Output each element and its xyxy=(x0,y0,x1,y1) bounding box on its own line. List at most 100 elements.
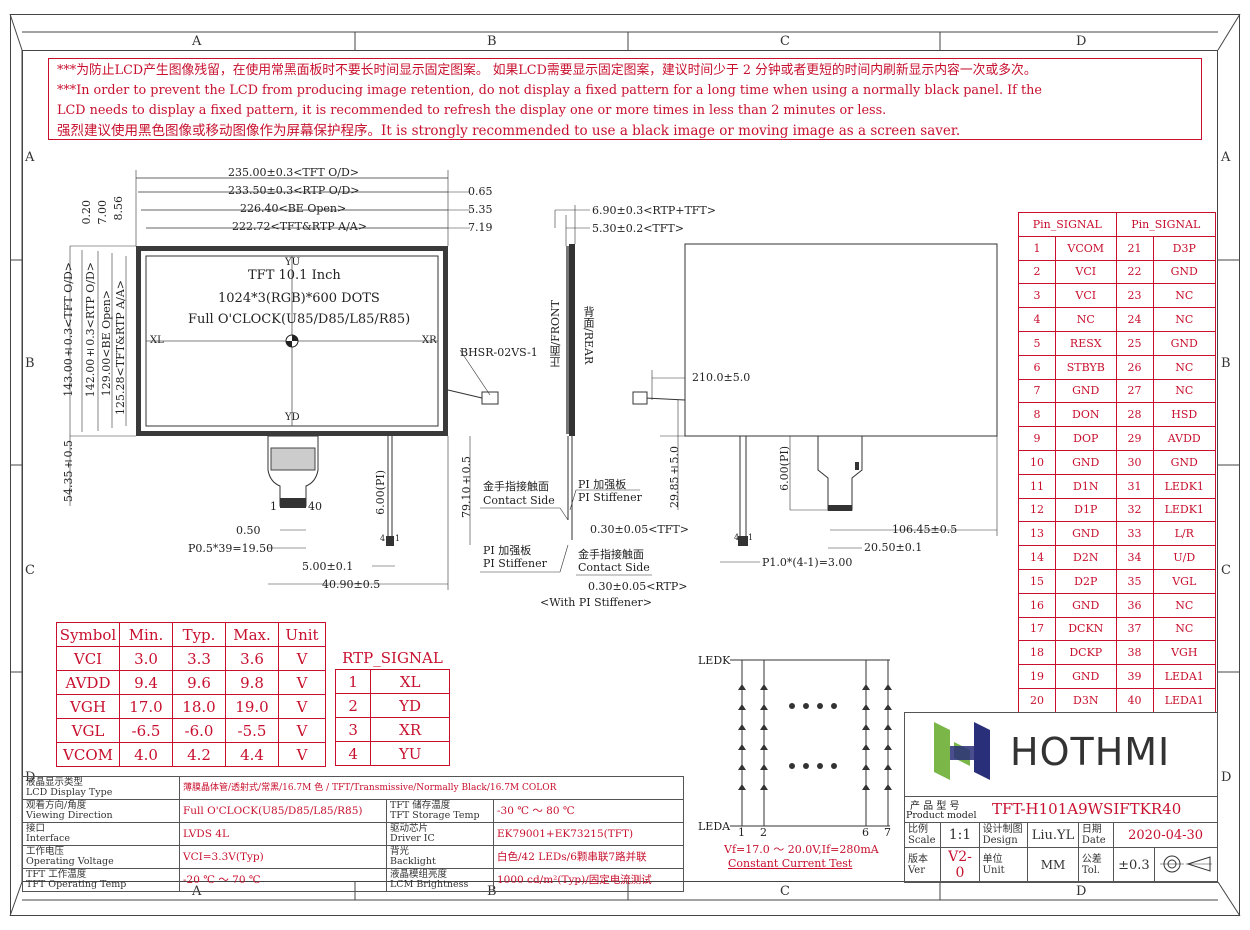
pin-signal: GND xyxy=(1152,259,1217,285)
warning-line-1: ***为防止LCD产生图像残留，在使用常黑面板时不要长时间显示固定图案。 如果L… xyxy=(57,63,1037,78)
label-pi-cn: PI 加强板 xyxy=(578,478,627,491)
pin-signal: U/D xyxy=(1152,545,1217,570)
pin-number: 39 xyxy=(1115,664,1154,689)
pin-number: 25 xyxy=(1115,330,1154,356)
led-num-1: 1 xyxy=(738,826,745,839)
pin-number: 19 xyxy=(1018,664,1056,689)
pin-signal: D3N xyxy=(1055,687,1117,713)
pin-signal: VGL xyxy=(1152,568,1217,594)
spec-cell: -6.0 xyxy=(172,718,226,743)
pin-number: 27 xyxy=(1115,378,1154,404)
rtp-cell: XR xyxy=(370,717,450,742)
pin-number: 37 xyxy=(1115,616,1154,642)
ver-value: V2-0 xyxy=(940,847,980,883)
pin-number: 24 xyxy=(1115,307,1154,332)
sym-header-symbol: Symbol xyxy=(56,622,120,647)
rtp-cell: 2 xyxy=(334,693,372,718)
pin-number: 36 xyxy=(1115,592,1154,618)
pin-signal: D2N xyxy=(1055,545,1117,570)
pin-number: 3 xyxy=(1018,283,1056,309)
spec-cell: 9.4 xyxy=(119,670,173,695)
pin-number: 32 xyxy=(1115,497,1154,523)
dim-4090: 40.90±0.5 xyxy=(322,578,381,591)
zone-row-a-right: A xyxy=(1221,150,1231,165)
pin-number: 11 xyxy=(1018,473,1056,499)
pin-number: 6 xyxy=(1018,354,1056,380)
pin-number: 4 xyxy=(1018,307,1056,332)
dim-500: 5.00±0.1 xyxy=(302,560,354,573)
pin-signal: VCI xyxy=(1055,283,1117,309)
zone-col-d-top: D xyxy=(1076,34,1087,49)
spec-cell: 17.0 xyxy=(119,694,173,719)
zone-col-c-top: C xyxy=(780,34,790,49)
dim-856: 8.56 xyxy=(112,196,125,221)
rtp-pin4: 4 xyxy=(380,534,386,543)
sym-header-unit: Unit xyxy=(278,622,326,647)
rtp-cell: XL xyxy=(370,669,450,694)
panel-title: TFT 10.1 Inch xyxy=(248,268,341,283)
pin-number: 5 xyxy=(1018,330,1056,356)
label-leda: LEDA xyxy=(698,820,731,833)
dim-065: 0.65 xyxy=(468,185,493,198)
connector-label: BHSR-02VS-1 xyxy=(460,346,538,359)
warning-box: ***为防止LCD产生图像残留，在使用常黑面板时不要长时间显示固定图案。 如果L… xyxy=(48,58,1202,140)
pin-signal: NC xyxy=(1055,307,1117,332)
pin-signal: HSD xyxy=(1152,402,1217,428)
spec-value: Full O'CLOCK(U85/D85/L85/R85) xyxy=(179,799,387,823)
label-yu: YU xyxy=(285,257,301,268)
dim-600pi-rear: 6.00(PI) xyxy=(778,446,791,491)
pin-number: 34 xyxy=(1115,545,1154,570)
spec-value: VCI=3.3V(Typ) xyxy=(179,845,387,869)
warning-line-2: ***In order to prevent the LCD from prod… xyxy=(57,83,1042,98)
label-pi-en: PI Stiffener xyxy=(578,491,642,504)
pin-signal: DOP xyxy=(1055,426,1117,451)
pin-number: 7 xyxy=(1018,378,1056,404)
dim-be-open: 226.40<BE Open> xyxy=(240,202,347,215)
pin-number: 1 xyxy=(1018,235,1056,261)
pin-number: 28 xyxy=(1115,402,1154,428)
pin-number: 40 xyxy=(1115,687,1154,713)
spec-cell: V xyxy=(278,646,326,671)
rtp-pin1: 1 xyxy=(395,534,401,543)
pin-number: 29 xyxy=(1115,426,1154,451)
pin-signal: VCOM xyxy=(1055,235,1117,261)
sym-header-typ: Typ. xyxy=(172,622,226,647)
pin-number: 9 xyxy=(1018,426,1056,451)
zone-row-b-left: B xyxy=(25,356,35,371)
zone-col-c-bottom: C xyxy=(780,884,790,899)
dim-pitch-front: P0.5*39=19.50 xyxy=(188,542,274,555)
rear-pin4: 4 xyxy=(734,533,740,542)
zone-row-c-left: C xyxy=(25,563,35,578)
rtp-cell: 4 xyxy=(334,741,372,766)
pin-signal: DON xyxy=(1055,402,1117,428)
hothmi-logo-icon xyxy=(934,722,990,780)
pin-signal: GND xyxy=(1055,521,1117,547)
pin-number: 22 xyxy=(1115,259,1154,285)
pin-number: 38 xyxy=(1115,640,1154,666)
label-pi-en-2: PI Stiffener xyxy=(483,557,547,570)
dim-2050: 20.50±0.1 xyxy=(864,541,923,554)
pin-number: 10 xyxy=(1018,449,1056,475)
dim-020: 0.20 xyxy=(80,200,93,225)
zone-row-c-right: C xyxy=(1221,563,1231,578)
pin-number: 2 xyxy=(1018,259,1056,285)
